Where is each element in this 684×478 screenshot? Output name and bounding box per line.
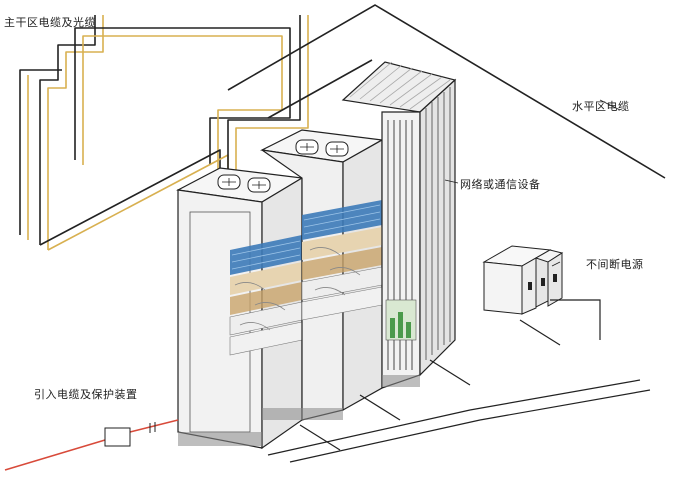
incoming-cable — [4, 419, 179, 471]
leader-lines — [444, 99, 621, 267]
label-backbone-cable: 主干区电缆及光缆 — [4, 16, 96, 29]
network-equipment-modules — [385, 299, 417, 341]
label-horizontal-cable: 水平区电缆 — [572, 100, 630, 113]
cabinet-3 — [341, 61, 457, 389]
backbone-cables — [19, 15, 309, 251]
patch-panels-1 — [229, 235, 303, 356]
floor-cable-trays — [267, 299, 651, 463]
protection-device — [104, 427, 131, 447]
label-network-equipment: 网络或通信设备 — [460, 178, 541, 191]
label-incoming-cable: 引入电缆及保护装置 — [34, 388, 138, 401]
ups-units — [482, 245, 564, 315]
cabinet-1 — [176, 167, 304, 450]
cabinet-2 — [260, 129, 384, 421]
label-ups: 不间断电源 — [586, 258, 644, 271]
patch-panels-2 — [301, 200, 383, 321]
horizontal-cable — [227, 4, 666, 179]
